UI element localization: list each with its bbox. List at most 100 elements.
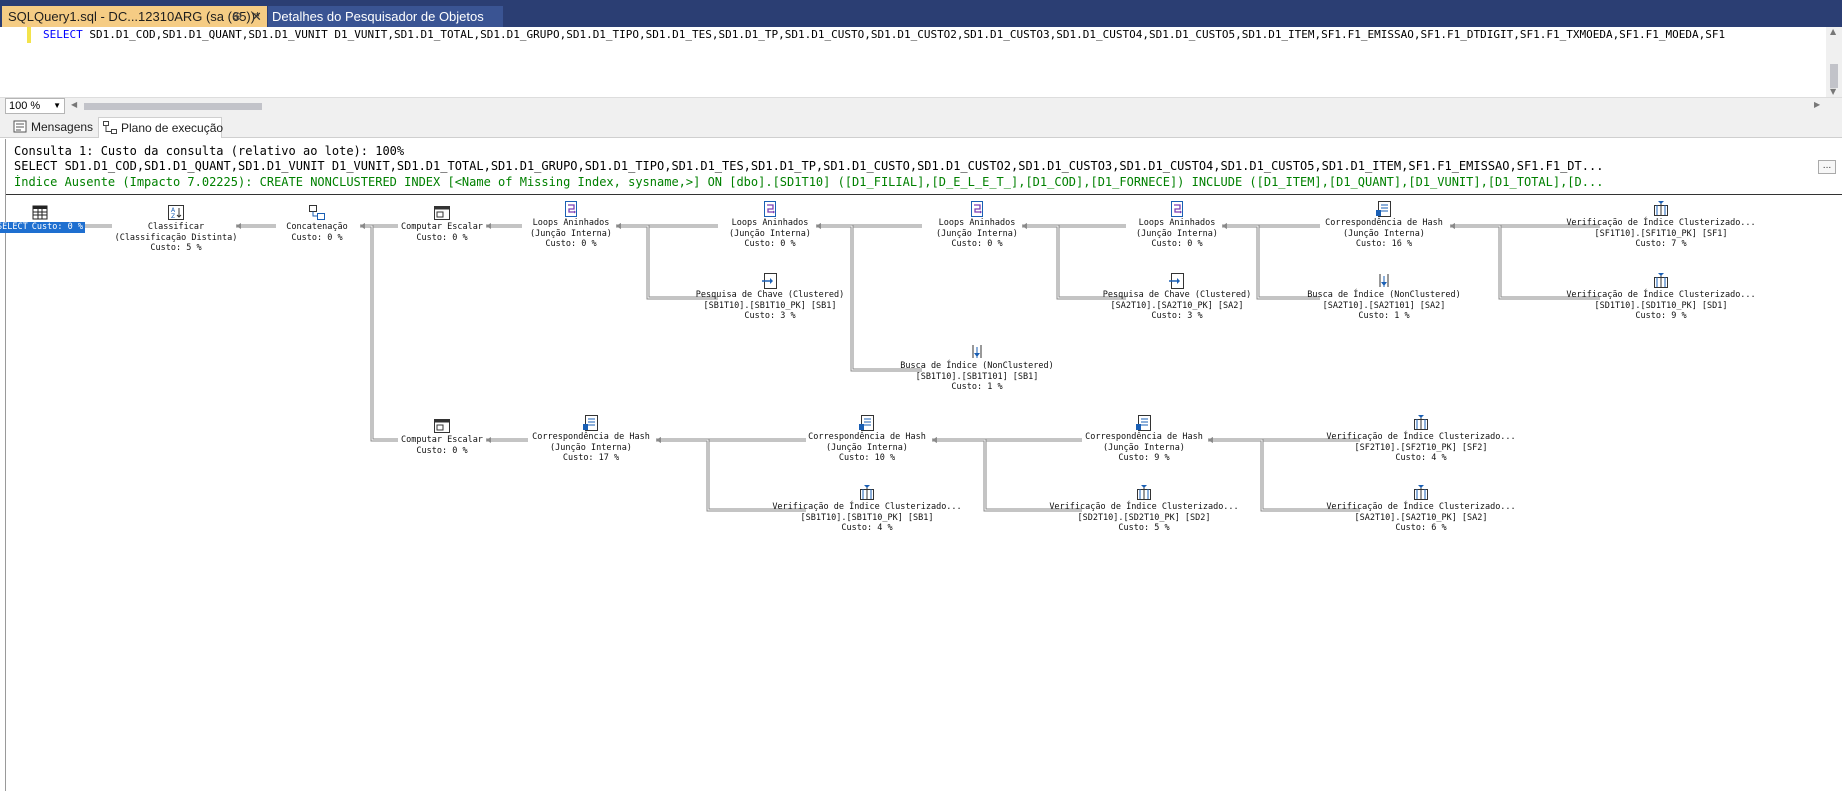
operator-label-line: Verificação de Índice Clusterizado... [1566,290,1756,300]
close-icon[interactable]: ✕ [251,9,262,24]
plan-connector-inner [1450,225,1600,299]
connector-arrowhead [236,223,241,229]
op-clustered-scan-sb1[interactable]: Verificação de Índice Clusterizado...[SB… [772,484,962,534]
operator-label: Verificação de Índice Clusterizado...[SD… [1566,290,1756,322]
operator-label: Verificação de Índice Clusterizado...[SF… [1326,432,1516,464]
operator-label-line: [SA2T10].[SA2T10_PK] [SA2] [1354,512,1488,523]
operator-label-line: Verificação de Índice Clusterizado... [1326,432,1516,442]
document-tab-strip: SQLQuery1.sql - DC...12310ARG (sa (65))*… [0,0,1842,27]
operator-label-line: Busca de Índice (NonClustered) [1307,290,1461,300]
more-button[interactable]: ... [1818,160,1836,174]
connector-arrowhead [616,223,621,229]
operator-label-line: Custo: 5 % [1118,523,1170,533]
chevron-down-icon: ▼ [53,101,61,110]
op-clustered-scan-sf2[interactable]: Verificação de Índice Clusterizado...[SF… [1326,414,1516,464]
scroll-up-icon[interactable]: ▲ [1830,27,1837,36]
operator-label-line: (Junção Interna) [1103,442,1185,453]
sql-editor[interactable]: SELECT SD1.D1_COD,SD1.D1_QUANT,SD1.D1_VU… [0,27,1826,97]
scroll-down-icon[interactable]: ▼ [1830,87,1837,96]
operator-label: Correspondência de Hash(Junção Interna)C… [496,432,686,464]
clustered-index-scan-icon [1654,273,1668,288]
operator-label-line: (Classificação Distinta) [114,232,238,243]
operator-label-line: Custo: 0 % [951,239,1003,249]
op-hash-match-4[interactable]: Correspondência de Hash(Junção Interna)C… [1049,414,1239,464]
op-clustered-scan-sd1[interactable]: Verificação de Índice Clusterizado...[SD… [1566,272,1756,322]
scroll-left-icon[interactable]: ◀ [71,100,78,109]
tab-execution-plan[interactable]: Plano de execução [98,117,223,138]
missing-index-line[interactable]: Índice Ausente (Impacto 7.02225): CREATE… [14,175,1604,189]
scroll-thumb[interactable] [1830,64,1838,88]
svg-text:Z: Z [171,213,175,220]
operator-label-line: [SA2T10].[SA2T101] [SA2] [1322,300,1446,311]
op-index-seek-sa2[interactable]: Busca de Índice (NonClustered)[SA2T10].[… [1289,272,1479,322]
pin-icon[interactable]: ⊕ [232,9,243,23]
operator-label-line: Loops Aninhados [731,218,809,228]
op-nested-loops-4[interactable]: Loops Aninhados(Junção Interna)Custo: 0 … [1082,200,1272,250]
plan-separator [6,194,1842,195]
tab-sqlquery1[interactable]: SQLQuery1.sql - DC...12310ARG (sa (65))*… [2,6,267,27]
zoom-dropdown[interactable]: 100 % ▼ [5,98,65,114]
op-nested-loops-3[interactable]: Loops Aninhados(Junção Interna)Custo: 0 … [882,200,1072,250]
connector-arrowhead [816,223,821,229]
operator-label-line: Correspondência de Hash [1325,218,1443,228]
operator-label-line: Custo: 17 % [562,453,620,463]
execution-plan-icon [103,121,117,134]
op-key-lookup-sb1[interactable]: Pesquisa de Chave (Clustered)[SB1T10].[S… [675,272,865,322]
op-key-lookup-sa2[interactable]: Pesquisa de Chave (Clustered)[SA2T10].[S… [1082,272,1272,322]
tab-messages[interactable]: Mensagens [9,117,95,138]
operator-label-line: Correspondência de Hash [808,432,926,442]
operator-label: Pesquisa de Chave (Clustered)[SB1T10].[S… [675,290,865,322]
operator-label-line: Custo: 10 % [838,453,896,463]
tab-object-explorer-details[interactable]: Detalhes do Pesquisador de Objetos [268,6,503,27]
change-indicator [27,27,31,43]
tab-sqlquery1-label: SQLQuery1.sql - DC...12310ARG (sa (65))* [8,9,261,24]
plan-connector-inner [1222,225,1320,299]
hash-match-icon [583,415,598,431]
operator-label-line: Custo: 9 % [1118,453,1170,463]
operator-label-line: Custo: 5 % [150,243,202,253]
clustered-index-scan-icon [1414,485,1428,500]
scroll-right-icon[interactable]: ▶ [1814,100,1821,109]
nested-loops-icon [565,201,577,217]
op-hash-match-3[interactable]: Correspondência de Hash(Junção Interna)C… [772,414,962,464]
operator-label-line: Loops Aninhados [1138,218,1216,228]
operator-label-line: Custo: 0 % [416,445,468,456]
op-index-seek-sb1[interactable]: Busca de Índice (NonClustered)[SB1T10].[… [882,343,1072,393]
op-nested-loops-1[interactable]: Loops Aninhados(Junção Interna)Custo: 0 … [476,200,666,250]
connector-arrowhead [486,437,491,443]
plan-connector-inner [656,439,806,511]
connector-arrowhead [656,437,661,443]
op-clustered-scan-sd2[interactable]: Verificação de Índice Clusterizado...[SD… [1049,484,1239,534]
editor-vertical-scrollbar[interactable]: ▲ ▼ [1826,27,1842,97]
svg-text:A: A [171,207,176,214]
sql-text-line[interactable]: SELECT SD1.D1_COD,SD1.D1_QUANT,SD1.D1_VU… [43,27,1823,43]
messages-icon [13,120,27,133]
select-icon [32,205,48,220]
operator-label-line: Loops Aninhados [938,218,1016,228]
execution-plan-pane[interactable] [6,139,1842,791]
op-hash-match-2[interactable]: Correspondência de Hash(Junção Interna)C… [496,414,686,464]
operator-label-line: Custo: 0 % [291,232,343,243]
clustered-index-scan-icon [1137,485,1151,500]
connector-arrowhead [486,223,491,229]
op-nested-loops-2[interactable]: Loops Aninhados(Junção Interna)Custo: 0 … [675,200,865,250]
horizontal-scroll-thumb[interactable] [84,103,262,110]
operator-label: Verificação de Índice Clusterizado...[SA… [1326,502,1516,534]
editor-status-bar: 100 % ▼ ◀ ▶ [0,97,1842,114]
nested-loops-icon [764,201,776,217]
op-clustered-scan-sf1[interactable]: Verificação de Índice Clusterizado...[SF… [1566,200,1756,250]
op-clustered-scan-sa2[interactable]: Verificação de Índice Clusterizado...[SA… [1326,484,1516,534]
operator-label-line: [SB1T10].[SB1T10_PK] [SB1] [800,512,934,523]
operator-label-line: Classificar [147,222,205,232]
key-lookup-icon [1169,273,1184,289]
operator-label-line: Verificação de Índice Clusterizado... [1049,502,1239,512]
op-hash-match-1[interactable]: Correspondência de Hash(Junção Interna)C… [1289,200,1479,250]
